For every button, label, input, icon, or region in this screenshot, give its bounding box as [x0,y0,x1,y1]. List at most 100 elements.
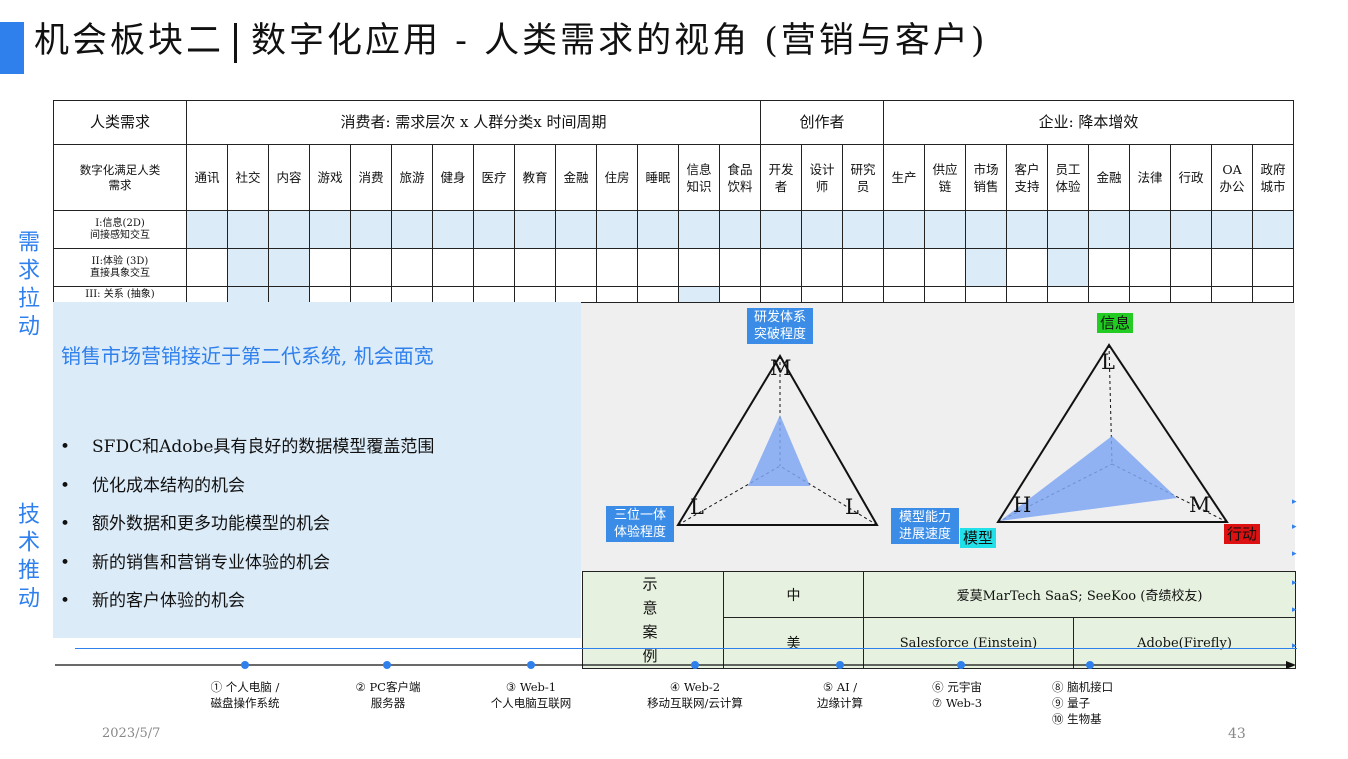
tag-action: 行动 [1224,524,1261,544]
table-cell [227,210,269,249]
table-cell [1170,248,1212,287]
table-cell [1129,286,1171,303]
table-cell [842,248,884,287]
column-header: 教育 [514,144,556,211]
table-cell [1006,286,1048,303]
level-label-line: 直接具象交互 [90,267,150,279]
left-triangle [676,354,879,526]
table-cell [1211,286,1253,303]
side-label-demand-pull: 需求拉动 [11,230,41,351]
table-cell [842,210,884,249]
table-cell [1129,248,1171,287]
table-cell [514,286,556,303]
table-cell [883,210,925,249]
table-cell [1211,210,1253,249]
table-cell [555,210,597,249]
table-cell [309,248,351,287]
table-cell [432,248,474,287]
table-cell [186,248,228,287]
page-number: 43 [1228,726,1246,742]
table-cell [473,286,515,303]
level-label: II:体验 (3D)直接具象交互 [53,248,187,287]
summary-bullet-list: SFDC和Adobe具有良好的数据模型覆盖范围优化成本结构的机会额外数据和更多功… [56,428,434,621]
table-cell [883,286,925,303]
table-cell [350,210,392,249]
table-cell [186,210,228,249]
timeline-label-line: ⑥ 元宇宙 [932,680,982,694]
table-cell [883,248,925,287]
table-cell [1252,248,1294,287]
table-cell [432,286,474,303]
side-label-tech-push: 技术推动 [11,502,41,623]
tag-model-progress: 模型能力进展速度 [891,508,959,544]
right-top-value: L [1101,350,1115,374]
table-cell [637,210,679,249]
table-cell [1047,210,1089,249]
edge-arrow: ▸ [1292,522,1297,532]
side-label-text: 技术推动 [14,502,39,614]
case-label-text: 示意案例 [642,575,664,665]
table-cell [965,210,1007,249]
timeline-label-line: ② PC客户端 [355,680,421,694]
timeline-top-line [75,648,1297,649]
column-header: 行政 [1170,144,1212,211]
table-cell [473,248,515,287]
table-cell [555,248,597,287]
level-label-line: I:信息(2D) [95,217,145,229]
column-header: 员工体验 [1047,144,1089,211]
header-creator: 创作者 [760,100,884,145]
column-header: 食品饮料 [719,144,761,211]
table-cell [514,248,556,287]
table-cell [965,286,1007,303]
edge-arrow: ▸ [1292,605,1297,615]
table-header-row: 人类需求 消费者: 需求层次 x 人群分类x 时间周期 创作者 企业: 降本增效 [53,100,1294,145]
edge-arrow: ▸ [1292,549,1297,559]
title-divider [234,22,238,63]
table-row: 美 Salesforce (Einstein) Adobe(Firefly) [583,617,1296,669]
column-header: 内容 [268,144,310,211]
table-cell [801,286,843,303]
left-axis-right [779,465,878,526]
column-header: 医疗 [473,144,515,211]
table-cell [637,248,679,287]
right-capability-area [1000,436,1177,521]
table-cell [1170,286,1212,303]
table-column-row: 数字化满足人类需求 通讯社交内容游戏消费旅游健身医疗教育金融住房睡眠信息知识食品… [53,144,1294,211]
column-header: 政府城市 [1252,144,1294,211]
title-section: 机会板块二 [34,21,225,61]
column-header: 设计师 [801,144,843,211]
column-header: 供应链 [924,144,966,211]
column-header: 市场销售 [965,144,1007,211]
timeline-label-line: ⑦ Web-3 [931,696,983,710]
table-cell [596,286,638,303]
column-header: 旅游 [391,144,433,211]
timeline-label: ① 个人电脑 /磁盘操作系统 [175,679,315,711]
timeline-label-line: 移动互联网/云计算 [647,696,743,710]
left-right-value: L [845,495,859,519]
title-accent-bar [0,22,24,74]
column-header: 消费 [350,144,392,211]
column-header: 睡眠 [637,144,679,211]
level-label-line: III: 关系 (抽象) [85,288,155,300]
timeline-dot [836,661,844,669]
table-cell [1047,286,1089,303]
timeline-label-line: ③ Web-1 [505,680,557,694]
table-cell [268,210,310,249]
timeline-dot [527,661,535,669]
table-cell [309,210,351,249]
timeline-dot [1086,661,1094,669]
table-cell [678,210,720,249]
table-cell [391,210,433,249]
table-cell [924,286,966,303]
level-label-line: II:体验 (3D) [91,255,149,267]
table-cell [1252,210,1294,249]
edge-arrow: ▸ [1292,578,1297,588]
list-item: 新的客户体验的机会 [56,582,434,621]
table-cell [350,248,392,287]
tag-trinity-experience: 三位一体体验程度 [606,506,674,542]
table-cell [1088,286,1130,303]
table-cell [760,210,802,249]
timeline-label-line: 个人电脑互联网 [490,696,572,710]
table-cell [391,286,433,303]
